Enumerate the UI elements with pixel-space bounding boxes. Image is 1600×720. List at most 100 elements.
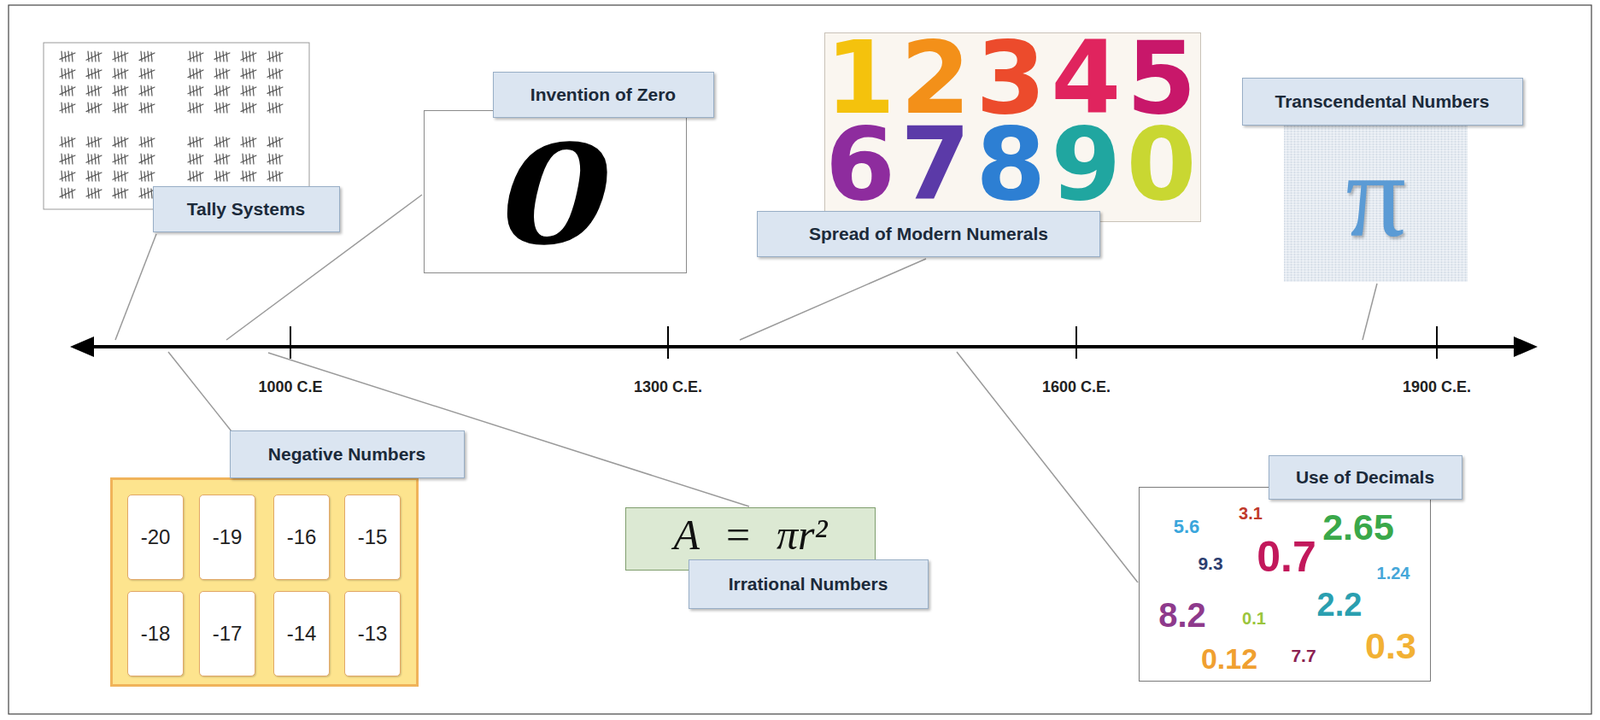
- event-label: Invention of Zero: [492, 71, 715, 118]
- leader-line: [739, 258, 927, 340]
- tally-mark: [214, 155, 230, 162]
- tally-mark: [199, 69, 201, 79]
- event-label-text: Irrational Numbers: [728, 573, 889, 595]
- number-card: -17: [199, 591, 256, 677]
- tally-mark: [219, 86, 221, 96]
- decimal-number: 3.1: [1238, 504, 1263, 522]
- timeline-axis: [82, 345, 1526, 349]
- tally-mark: [199, 86, 201, 96]
- event-label-text: Use of Decimals: [1295, 466, 1435, 488]
- tally-mark: [240, 155, 257, 163]
- tally-mark: [151, 86, 153, 96]
- tally-mark: [124, 154, 126, 165]
- tally-mark: [275, 85, 277, 96]
- tally-mark: [87, 136, 89, 147]
- tally-mark: [61, 51, 63, 62]
- tally-mark: [193, 171, 194, 182]
- tally-mark: [249, 170, 251, 182]
- tally-mark: [226, 171, 228, 182]
- tally-mark: [94, 170, 96, 182]
- tally-mark: [139, 70, 155, 77]
- tally-mark: [187, 52, 204, 60]
- tally-mark: [279, 171, 281, 182]
- axis-date-label: 1900 C.E.: [1402, 378, 1472, 397]
- decimal-number: 0.3: [1365, 627, 1417, 665]
- tally-mark: [240, 52, 257, 60]
- tally-mark: [269, 68, 270, 79]
- tally-mark: [267, 104, 283, 112]
- tally-mark: [269, 85, 270, 96]
- tally-mark: [98, 103, 100, 113]
- tally-mark: [242, 153, 244, 165]
- zero-picture: 0: [423, 110, 687, 274]
- axis-tick: [1435, 326, 1438, 359]
- tally-mark: [252, 86, 254, 96]
- tally-mark: [222, 153, 224, 165]
- tally-mark: [267, 70, 283, 77]
- decimals-picture: 5.63.12.659.30.71.248.20.12.20.127.70.3: [1138, 486, 1431, 682]
- tally-mark: [252, 137, 254, 147]
- pi-picture: π: [1283, 124, 1468, 282]
- tally-mark: [187, 138, 204, 145]
- card-number: -13: [357, 621, 388, 646]
- tally-mark: [187, 155, 204, 163]
- tally-mark: [112, 87, 129, 94]
- tally-mark: [267, 172, 283, 180]
- tally-mark: [61, 153, 63, 165]
- tally-mark: [112, 70, 129, 77]
- tally-mark: [59, 155, 76, 162]
- tally-mark: [112, 52, 129, 60]
- tally-mark: [59, 52, 76, 59]
- tally-mark: [124, 69, 126, 79]
- tally-mark: [112, 189, 129, 196]
- leader-line: [1362, 283, 1378, 340]
- card-number: -15: [357, 525, 388, 550]
- tally-mark: [242, 170, 244, 182]
- tally-mark: [140, 187, 142, 199]
- decimal-number: 1.24: [1377, 564, 1411, 582]
- tally-mark: [87, 153, 89, 165]
- tally-mark: [214, 138, 230, 146]
- tally-mark: [269, 102, 270, 113]
- tally-mark: [226, 103, 228, 113]
- tally-mark: [64, 188, 66, 199]
- tally-mark: [187, 104, 204, 112]
- event-label: Negative Numbers: [229, 430, 465, 479]
- leader-line: [115, 234, 157, 340]
- tally-mark: [267, 52, 283, 60]
- tally-marks: [59, 51, 283, 199]
- numeral-digit: 0: [1125, 105, 1202, 223]
- tally-mark: [216, 102, 217, 113]
- tally-mark: [87, 85, 89, 96]
- event-label: Spread of Modern Numerals: [756, 210, 1101, 258]
- tally-mark: [242, 136, 244, 147]
- figure-border: [8, 5, 1592, 715]
- event-label-text: Negative Numbers: [268, 443, 426, 465]
- tally-mark: [267, 87, 283, 94]
- decimal-number: 2.65: [1322, 509, 1395, 546]
- tally-mark: [87, 51, 89, 62]
- tally-mark: [140, 102, 142, 113]
- tally-mark: [114, 102, 116, 113]
- tally-mark: [214, 70, 230, 77]
- tally-mark: [242, 51, 244, 62]
- tally-mark: [86, 172, 102, 179]
- tally-mark: [240, 172, 257, 179]
- tally-mark: [269, 51, 270, 62]
- tally-mark: [98, 137, 100, 147]
- tally-mark: [187, 70, 204, 78]
- card-number: -14: [287, 621, 317, 646]
- event-label: Irrational Numbers: [688, 559, 929, 610]
- tally-mark: [124, 137, 126, 147]
- axis-ticks: [290, 326, 1437, 359]
- tally-mark: [199, 171, 201, 182]
- tally-mark: [94, 68, 96, 79]
- tally-mark: [214, 87, 230, 95]
- tally-mark: [91, 103, 93, 113]
- tally-mark: [279, 103, 281, 113]
- tally-mark: [121, 187, 123, 199]
- tally-mark: [114, 187, 116, 199]
- tally-mark: [279, 137, 281, 147]
- tally-mark: [189, 102, 191, 113]
